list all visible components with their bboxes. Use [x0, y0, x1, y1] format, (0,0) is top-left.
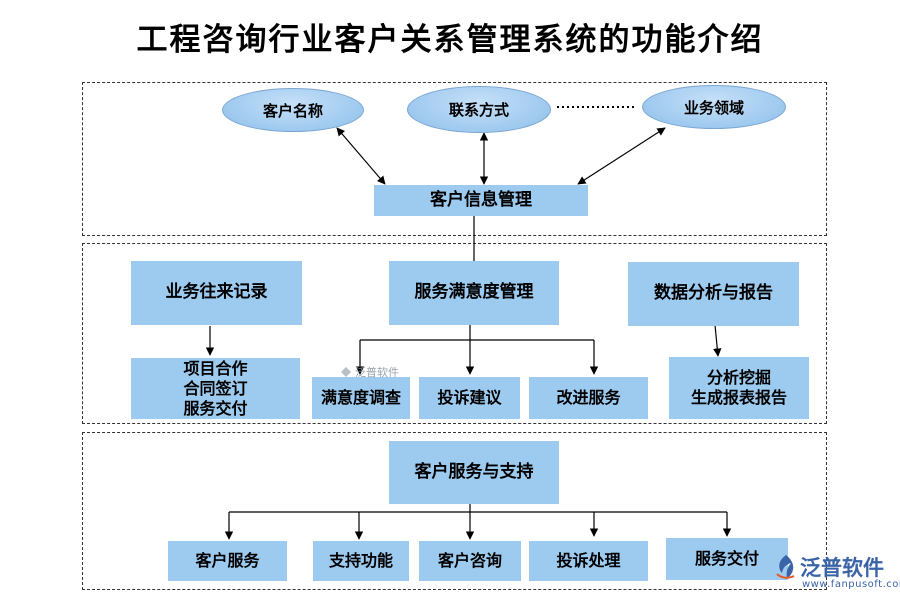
- brand-logo-name: 泛普软件: [800, 556, 884, 580]
- box-support-function: 支持功能: [313, 541, 409, 581]
- arrow-name-to-hub: [336, 127, 386, 185]
- box-customer-info-management: 客户信息管理: [374, 185, 588, 216]
- watermark-text: 泛普软件: [355, 366, 399, 379]
- box-customer-service: 客户服务: [168, 541, 287, 581]
- ellipse-contact-method: 联系方式: [407, 86, 551, 133]
- box-satisfaction-management: 服务满意度管理: [389, 261, 559, 325]
- section-service-management: [82, 243, 827, 424]
- box-improve-service: 改进服务: [529, 377, 648, 419]
- box-complaint-handling: 投诉处理: [529, 541, 648, 581]
- box-customer-service-support: 客户服务与支持: [389, 441, 559, 504]
- box-customer-consulting: 客户咨询: [419, 541, 521, 581]
- brand-logo-icon: [776, 555, 795, 579]
- page-title: 工程咨询行业客户关系管理系统的功能介绍: [136, 22, 764, 58]
- watermark-logo-icon: [341, 367, 351, 377]
- ellipse-business-domain: 业务领域: [642, 85, 786, 129]
- section-service-support: [82, 432, 827, 590]
- box-data-analysis: 数据分析与报告: [628, 262, 799, 326]
- box-service-delivery: 服务交付: [666, 538, 788, 580]
- watermark: 泛普软件: [340, 364, 399, 380]
- arrow-analysis-to-child: [713, 324, 722, 357]
- section-customer-info: [82, 82, 827, 236]
- box-data-analysis-child: 分析挖掘 生成报表报告: [669, 357, 809, 419]
- box-satisfaction-survey: 满意度调查: [312, 377, 410, 419]
- brand-logo-url: www.fanpusoft.com: [802, 579, 900, 590]
- ellipse-customer-name: 客户名称: [222, 88, 364, 132]
- brand-logo: 泛普软件 www.fanpusoft.com: [770, 548, 900, 596]
- arrow-domain-to-hub: [577, 127, 666, 185]
- box-business-record-child: 项目合作 合同签订 服务交付: [131, 358, 300, 419]
- box-business-record: 业务往来记录: [131, 261, 302, 325]
- box-complaint-suggestion: 投诉建议: [419, 377, 520, 419]
